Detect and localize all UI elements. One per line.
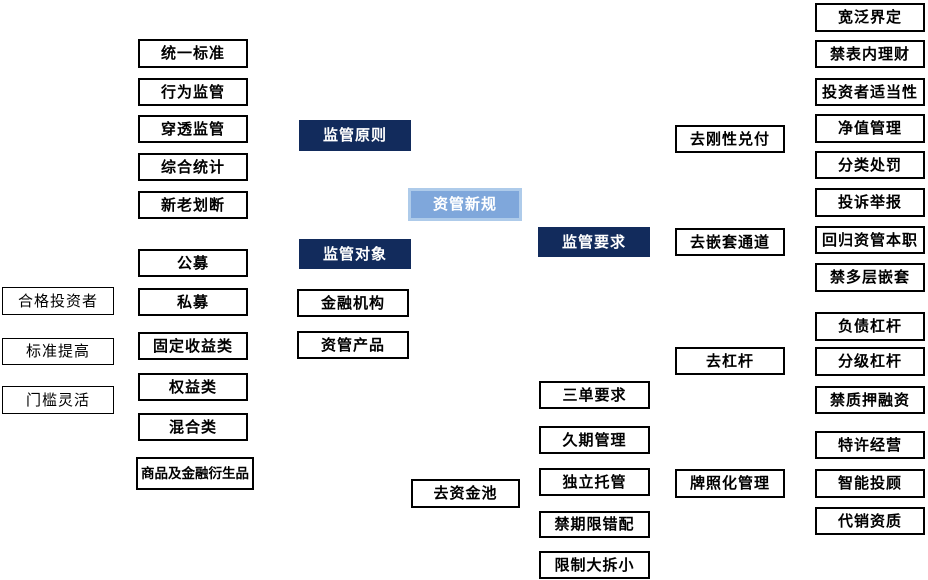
node-san-dan-yao-qiu: 三单要求 <box>539 381 650 409</box>
node-zi-guan-chan-pin: 资管产品 <box>297 331 409 359</box>
node-tong-yi-biao-zhun: 统一标准 <box>138 39 248 68</box>
node-si-mu: 私募 <box>138 288 248 316</box>
node-du-li-tuo-guan: 独立托管 <box>539 468 650 496</box>
node-chuan-tou-jian-guan: 穿透监管 <box>138 115 248 143</box>
node-jian-guan-dui-xiang: 监管对象 <box>299 239 411 269</box>
node-fen-lei-chu-fa: 分类处罚 <box>815 151 925 179</box>
node-te-xu-jing-ying: 特许经营 <box>815 431 925 459</box>
node-jin-duo-ceng-qian-tao: 禁多层嵌套 <box>815 263 925 292</box>
node-hui-gui-zi-guan-ben-zhi: 回归资管本职 <box>815 226 925 254</box>
node-quan-yi-lei: 权益类 <box>138 373 248 401</box>
node-qu-gang-gan: 去杠杆 <box>675 347 785 375</box>
node-qu-gang-xing-dui-fu: 去刚性兑付 <box>675 125 785 153</box>
node-pai-zhao-hua-guan-li: 牌照化管理 <box>675 469 785 498</box>
node-xin-lao-hua-duan: 新老划断 <box>138 191 248 219</box>
node-xian-zhi-da-chai-xiao: 限制大拆小 <box>539 551 650 579</box>
node-jin-qi-xian-cuo-pei: 禁期限错配 <box>539 511 650 538</box>
node-gong-mu: 公募 <box>138 249 248 277</box>
node-jiu-qi-guan-li: 久期管理 <box>539 426 650 454</box>
node-hun-he-lei: 混合类 <box>138 413 248 441</box>
node-jin-zhi-ya-rong-zi: 禁质押融资 <box>815 386 925 414</box>
node-zhi-neng-tou-gu: 智能投顾 <box>815 469 925 498</box>
node-jing-zhi-guan-li: 净值管理 <box>815 114 925 143</box>
node-qu-qian-tao-tong-dao: 去嵌套通道 <box>675 228 785 256</box>
node-kuan-fan-jie-ding: 宽泛界定 <box>815 3 925 32</box>
node-qu-zi-jin-chi: 去资金池 <box>411 479 520 508</box>
node-fen-ji-gang-gan: 分级杠杆 <box>815 347 925 376</box>
node-zong-he-tong-ji: 综合统计 <box>138 153 248 181</box>
node-fu-zhai-gang-gan: 负债杠杆 <box>815 312 925 341</box>
node-jin-rong-ji-gou: 金融机构 <box>297 289 409 317</box>
node-jian-guan-yao-qiu: 监管要求 <box>538 227 650 257</box>
node-jin-biao-nei-li-cai: 禁表内理财 <box>815 40 925 68</box>
node-xing-wei-jian-guan: 行为监管 <box>138 78 248 106</box>
node-he-ge-tou-zi-zhe: 合格投资者 <box>2 287 114 315</box>
node-tou-zi-zhe-shi-dang-xing: 投资者适当性 <box>815 78 925 106</box>
node-jian-guan-yuan-ze: 监管原则 <box>299 120 411 151</box>
node-biao-zhun-ti-gao: 标准提高 <box>2 338 114 365</box>
node-zi-guan-xin-gui: 资管新规 <box>408 188 522 221</box>
node-shang-pin-yan-sheng-pin: 商品及金融衍生品 <box>136 457 254 490</box>
node-gu-ding-shou-yi-lei: 固定收益类 <box>138 332 248 360</box>
node-tou-su-ju-bao: 投诉举报 <box>815 188 925 217</box>
node-dai-xiao-zi-zhi: 代销资质 <box>815 507 925 535</box>
node-men-kan-ling-huo: 门槛灵活 <box>2 386 114 414</box>
